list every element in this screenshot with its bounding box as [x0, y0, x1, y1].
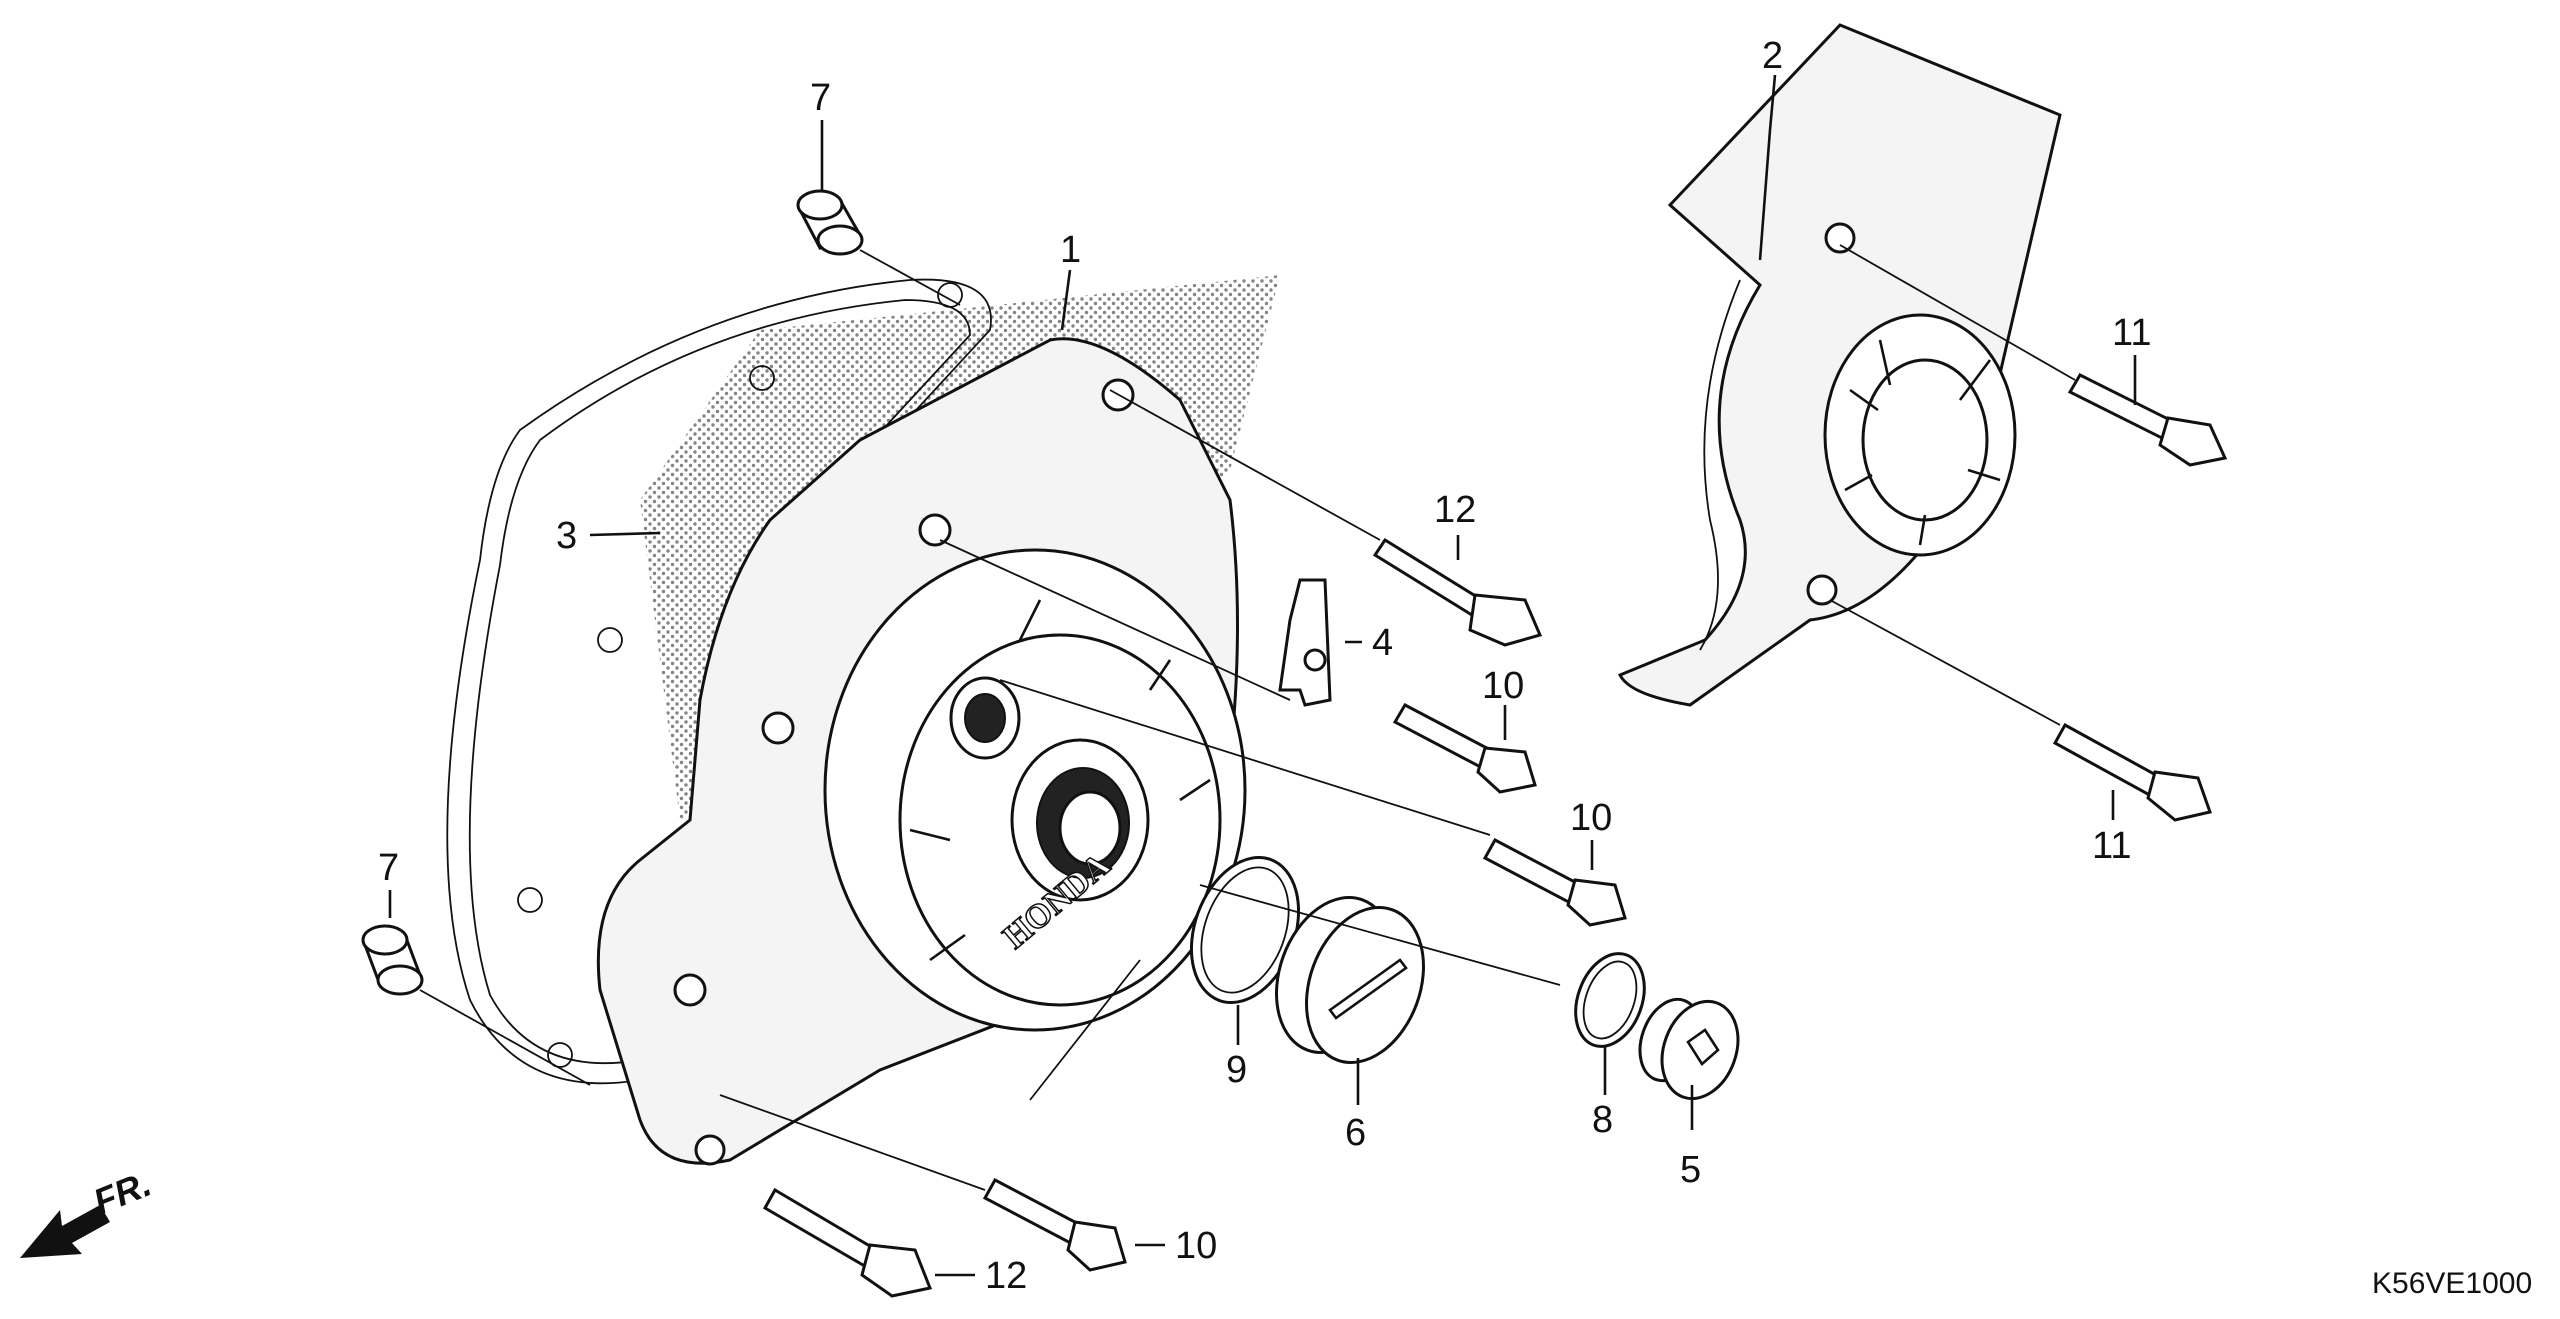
callout-7-bottom: 7	[378, 847, 399, 889]
callout-5: 5	[1680, 1149, 1701, 1191]
callout-1: 1	[1060, 229, 1081, 271]
dowel-pin-bottom[interactable]	[361, 924, 424, 996]
callout-10-a: 10	[1482, 665, 1524, 707]
callout-8: 8	[1592, 1099, 1613, 1141]
bolt-12-bottom[interactable]	[762, 1187, 933, 1298]
bolt-12-top[interactable]	[1372, 537, 1543, 647]
callout-9: 9	[1226, 1049, 1247, 1091]
bolt-11-bottom[interactable]	[2052, 722, 2212, 822]
bolt-11-top[interactable]	[2067, 373, 2228, 467]
callout-11-top: 11	[2112, 312, 2151, 354]
cover-guard[interactable]	[1617, 23, 2062, 707]
bolt-10-b[interactable]	[1482, 837, 1627, 927]
wire-clamp[interactable]	[1278, 578, 1332, 707]
leader-lines	[388, 74, 2137, 1277]
callout-4: 4	[1372, 622, 1393, 664]
crankcase-cover[interactable]: HONDA	[596, 337, 1247, 1166]
callout-12-bottom: 12	[985, 1255, 1027, 1297]
callout-7-top: 7	[810, 77, 831, 119]
dowel-pin-top[interactable]	[796, 189, 864, 256]
callout-3: 3	[556, 515, 577, 557]
o-ring-small[interactable]	[1564, 944, 1657, 1056]
callout-10-c: 10	[1175, 1225, 1217, 1267]
filler-cap-large[interactable]	[1256, 881, 1444, 1079]
front-arrow-icon	[20, 1205, 110, 1258]
illustration-code: K56VE1000	[2372, 1267, 2532, 1300]
bolt-10-a[interactable]	[1392, 703, 1537, 794]
callout-11-bottom: 11	[2092, 825, 2131, 867]
callout-10-b: 10	[1570, 797, 1612, 839]
front-direction-indicator: FR.	[20, 1163, 157, 1258]
callout-6: 6	[1345, 1112, 1366, 1154]
callout-labels: 7 1 2 3 4 12 10 10 11 11 7 9 6 8 5 10 12	[378, 35, 2151, 1297]
callout-2: 2	[1762, 35, 1783, 77]
callout-12-top: 12	[1434, 489, 1476, 531]
plug-small[interactable]	[1629, 991, 1751, 1110]
bolt-10-c[interactable]	[982, 1177, 1127, 1272]
